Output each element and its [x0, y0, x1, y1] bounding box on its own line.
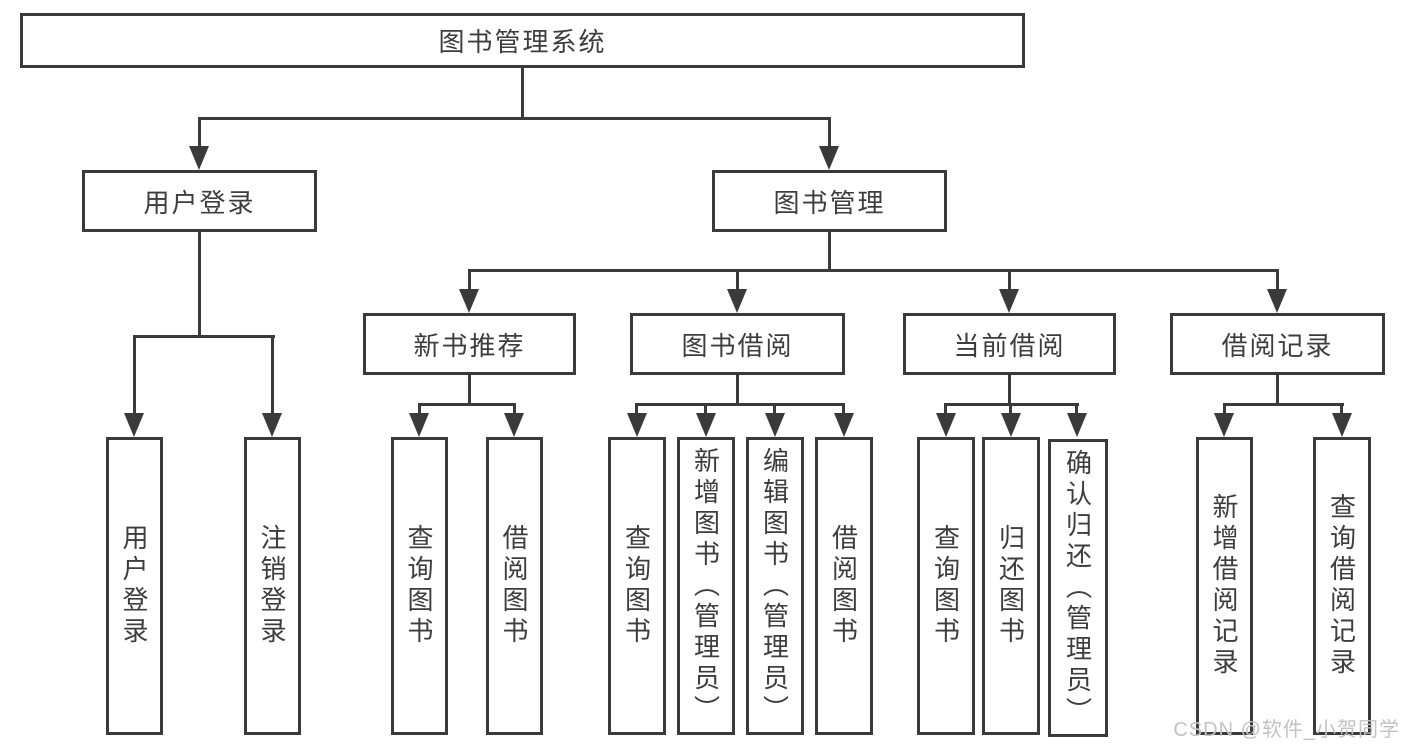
connector-line	[198, 232, 201, 338]
connector-line	[828, 232, 831, 272]
connector-line	[513, 403, 516, 416]
leaf-user-login: 用户登录	[106, 437, 163, 735]
connector-line	[468, 269, 471, 293]
connector-line	[418, 403, 421, 416]
connector-line	[635, 403, 638, 416]
connector-line	[468, 269, 1279, 272]
connector-line	[704, 403, 707, 416]
arrow-down-icon	[409, 413, 429, 437]
node-library-system: 图书管理系统	[20, 13, 1025, 68]
connector-line	[1009, 403, 1012, 416]
csdn-watermark: CSDN @软件_小贺同学	[1173, 719, 1400, 741]
connector-line	[418, 403, 516, 406]
node-book-management: 图书管理	[712, 170, 947, 232]
connector-line	[1340, 403, 1343, 416]
arrow-down-icon	[627, 413, 647, 437]
leaf-add-borrow-record: 新增借阅记录	[1196, 437, 1253, 735]
connector-line	[271, 335, 274, 414]
arrow-down-icon	[262, 413, 282, 437]
arrow-down-icon	[1332, 413, 1352, 437]
arrow-down-icon	[1214, 413, 1234, 437]
arrow-down-icon	[1267, 289, 1287, 313]
leaf-query-books-current: 查询图书	[917, 437, 975, 735]
connector-line	[1008, 375, 1011, 406]
connector-line	[736, 269, 739, 293]
leaf-return-books: 归还图书	[982, 437, 1040, 735]
arrow-down-icon	[999, 289, 1019, 313]
node-book-borrowing: 图书借阅	[630, 313, 845, 375]
arrow-down-icon	[696, 413, 716, 437]
connector-line	[1276, 375, 1279, 406]
connector-line	[1276, 269, 1279, 293]
connector-line	[133, 335, 275, 338]
connector-line	[1008, 269, 1011, 293]
node-borrowing-records: 借阅记录	[1170, 313, 1385, 375]
arrow-down-icon	[1067, 413, 1087, 437]
connector-line	[842, 403, 845, 416]
node-user-login: 用户登录	[82, 170, 317, 232]
leaf-query-books-recommend: 查询图书	[391, 437, 448, 735]
arrow-down-icon	[504, 413, 524, 437]
arrow-down-icon	[459, 289, 479, 313]
leaf-query-books-borrowing: 查询图书	[608, 437, 666, 735]
connector-line	[1223, 403, 1226, 416]
leaf-edit-books-admin: 编辑图书（管理员）	[746, 437, 804, 735]
leaf-add-books-admin: 新增图书（管理员）	[677, 437, 735, 735]
leaf-query-borrow-record: 查询借阅记录	[1313, 437, 1371, 735]
arrow-down-icon	[819, 146, 839, 170]
connector-line	[198, 117, 831, 120]
leaf-confirm-return-admin: 确认归还（管理员）	[1048, 439, 1108, 737]
connector-line	[521, 68, 524, 119]
connector-line	[133, 335, 136, 414]
node-current-borrowing: 当前借阅	[903, 313, 1116, 375]
arrow-down-icon	[1001, 413, 1021, 437]
arrow-down-icon	[834, 413, 854, 437]
connector-line	[635, 403, 845, 406]
connector-line	[828, 117, 831, 150]
arrow-down-icon	[124, 413, 144, 437]
connector-line	[736, 375, 739, 406]
node-new-book-recommend: 新书推荐	[363, 313, 576, 375]
connector-line	[198, 117, 201, 150]
connector-line	[944, 403, 947, 416]
leaf-borrow-books: 借阅图书	[815, 437, 873, 735]
connector-line	[468, 375, 471, 406]
arrow-down-icon	[765, 413, 785, 437]
arrow-down-icon	[727, 289, 747, 313]
arrow-down-icon	[189, 146, 209, 170]
leaf-borrow-books-recommend: 借阅图书	[486, 437, 543, 735]
arrow-down-icon	[936, 413, 956, 437]
connector-line	[773, 403, 776, 416]
connector-line	[1075, 403, 1078, 416]
connector-line	[1223, 403, 1344, 406]
leaf-logout: 注销登录	[244, 437, 301, 735]
